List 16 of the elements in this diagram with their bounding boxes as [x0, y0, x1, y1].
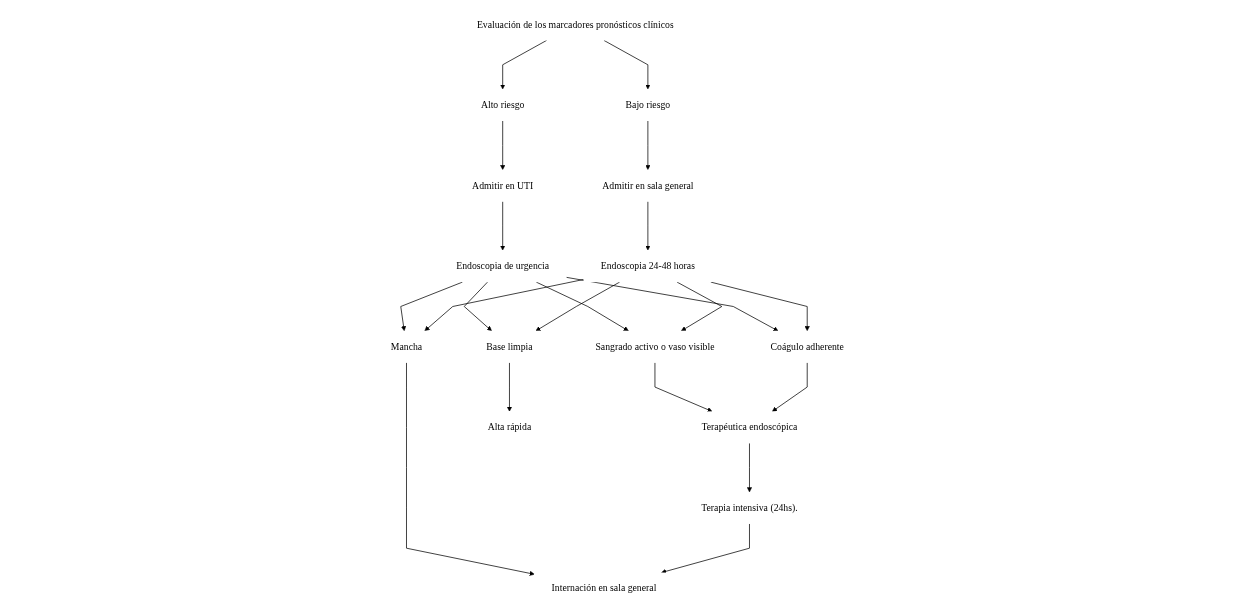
node-text: Terapia intensiva (24hs).: [701, 502, 798, 514]
node-text: Endoscopia 24-48 horas: [600, 260, 696, 272]
node-text: Evaluación de los marcadores pronósticos clínicos: [477, 18, 674, 30]
node-text: Alto riesgo: [481, 99, 525, 111]
node-text: Coágulo adherente: [770, 341, 845, 353]
node-text: Base limpia: [486, 341, 533, 353]
node-text: Admitir en UTI: [472, 180, 534, 191]
node-text: Endoscopia de urgencia: [456, 260, 550, 272]
node-text: Bajo riesgo: [625, 99, 671, 111]
node-text: Alta rápida: [487, 421, 532, 433]
flowchart: Evaluación de los marcadores pronósticos clínicos Alto riesgo Bajo riesgo Admitir en UTI Admitir en sala general Endoscopia de urgencia Endoscopia 24-48 horas Mancha Base limpia Sangrado activo o vaso visible Coágulo adherente Alta rápida Terapéutica endoscópica Terapia intensiva (24hs). Internación en sala general: [369, 4, 866, 609]
node-text: Terapéutica endoscópica: [701, 421, 798, 433]
node-text: Sangrado activo o vaso visible: [595, 341, 715, 353]
node-text: Mancha: [390, 341, 423, 353]
node-text: Internación en sala general: [551, 582, 657, 594]
node-text: Admitir en sala general: [602, 180, 694, 191]
